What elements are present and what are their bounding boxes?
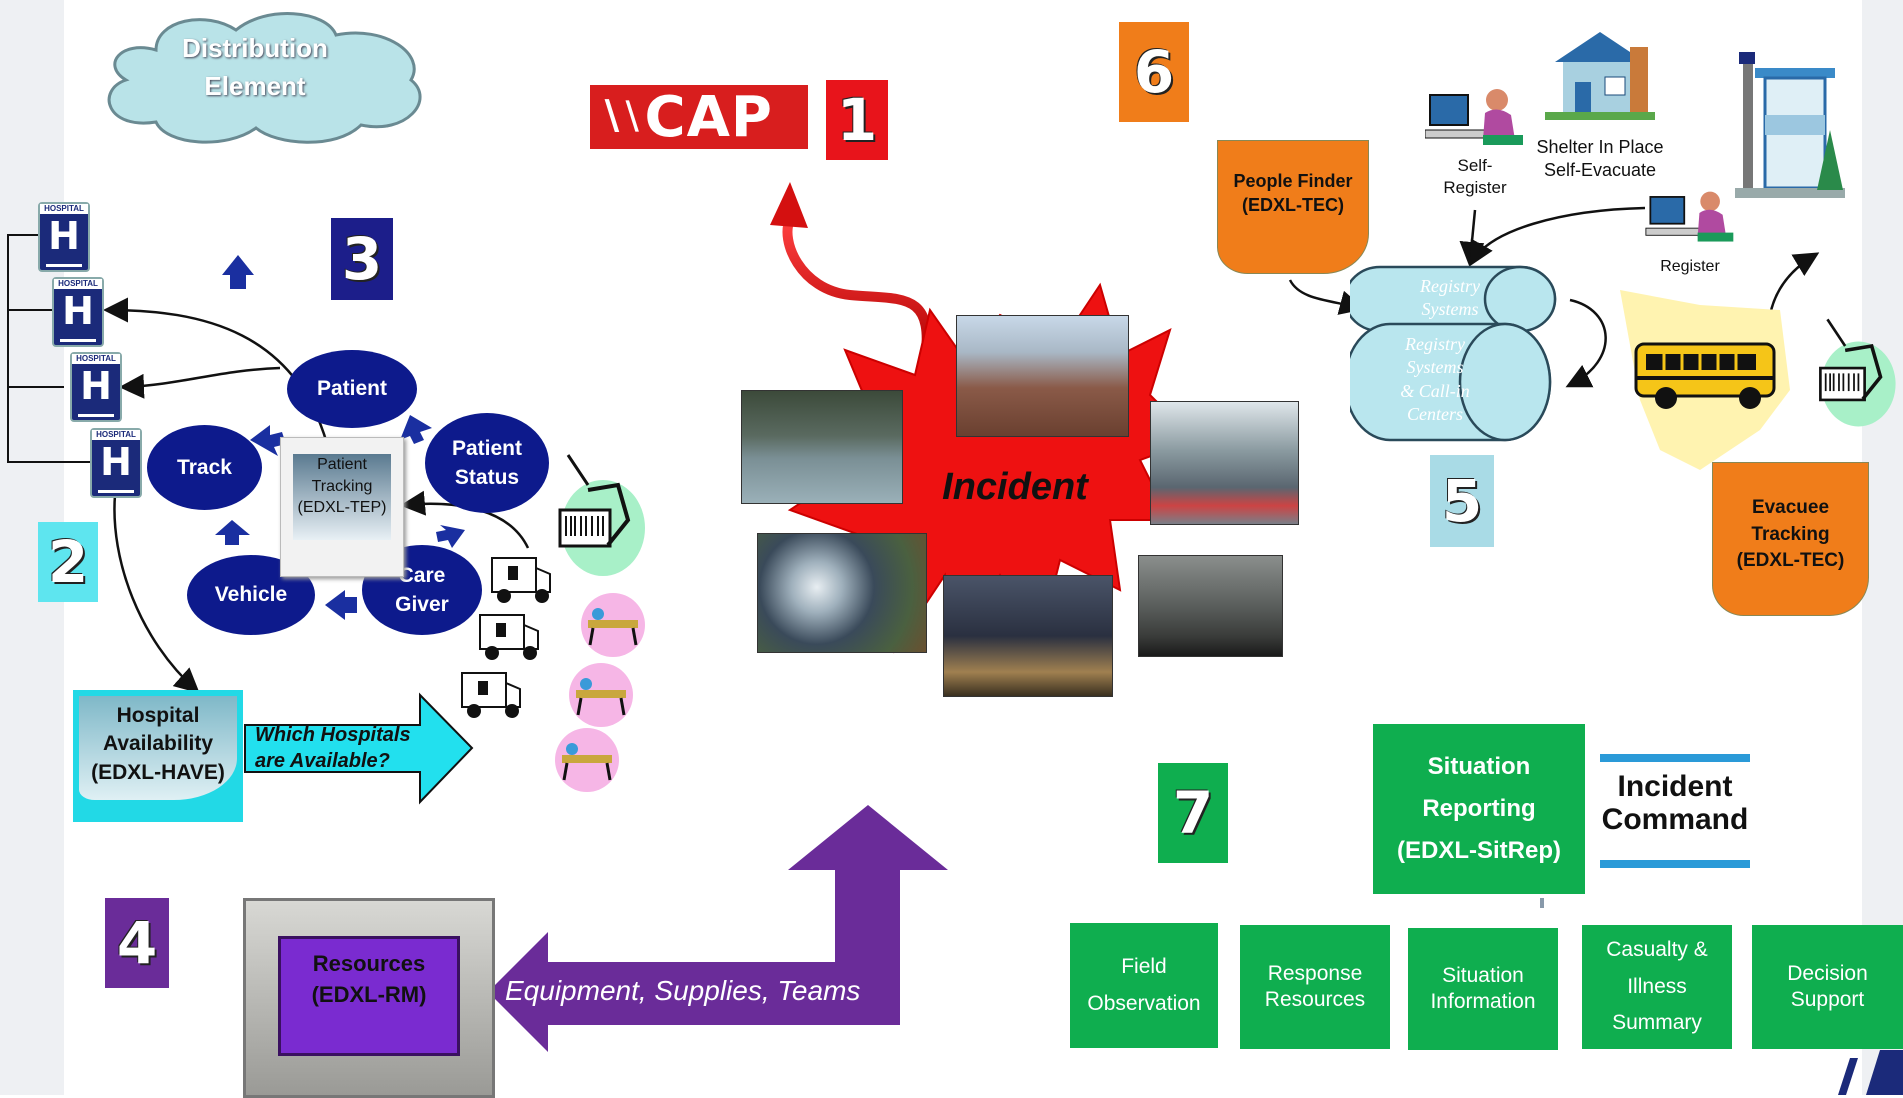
cycle-patient: Patient — [287, 350, 417, 428]
situation-reporting-box: Situation Reporting (EDXL-SitRep) — [1373, 724, 1585, 894]
ambulance-icon — [479, 614, 539, 660]
cap-logo: ∖⧵ CAP — [590, 84, 808, 150]
incident-command-logo: Incident Command — [1600, 754, 1750, 868]
decision-support-box: Decision Support — [1752, 925, 1903, 1049]
cycle-patient-status: Patient Status — [425, 413, 549, 513]
evacuee-tracking-doc: Evacuee Tracking (EDXL-TEC) — [1712, 462, 1869, 616]
bus-stop-icon — [1735, 52, 1845, 198]
ambulance-icon — [491, 557, 551, 603]
incident-command-label: Incident Command — [1601, 770, 1749, 836]
hospital-availability-label: Hospital Availability (EDXL-HAVE) — [79, 696, 237, 800]
school-bus-icon — [1634, 342, 1776, 409]
cap-logo-text: CAP — [644, 84, 773, 150]
hurricane-satellite-photo — [757, 533, 927, 653]
computer-user-icon — [1645, 191, 1734, 242]
people-finder-doc: People Finder (EDXL-TEC) — [1217, 140, 1369, 274]
cloud-shape — [107, 12, 422, 144]
flood-photo — [741, 390, 903, 504]
stretcher-icon — [581, 593, 645, 657]
stretcher-icon — [569, 663, 633, 727]
equipment-arrow-shape — [488, 805, 948, 1052]
resources-frame: Resources (EDXL-RM) — [243, 898, 495, 1098]
registry-systems-cylinders — [1350, 265, 1557, 442]
tornado-damage-photo — [956, 315, 1129, 437]
house-icon — [1545, 32, 1655, 120]
number-badge-7: 7 — [1158, 763, 1228, 863]
lightning-photo — [943, 575, 1113, 697]
casualty-illness-box: Casualty & Illness Summary — [1582, 925, 1732, 1049]
field-observation-box: Field Observation — [1070, 923, 1218, 1048]
tornado-photo — [1138, 555, 1283, 657]
which-hospitals-label: Which Hospitals are Available? — [255, 724, 411, 772]
self-register-label: Self- Register — [1443, 156, 1507, 198]
hospital-availability-box: Hospital Availability (EDXL-HAVE) — [73, 690, 243, 822]
equipment-label: Equipment, Supplies, Teams — [505, 975, 861, 1006]
number-badge-4: 4 — [105, 898, 169, 988]
computer-user-icon — [1425, 89, 1523, 145]
number-badge-2: 2 — [38, 522, 98, 602]
traffic-photo — [1150, 401, 1299, 525]
shelter-label: Shelter In Place Self-Evacuate — [1536, 137, 1664, 180]
number-badge-5: 5 — [1430, 455, 1494, 547]
incident-label: Incident — [942, 466, 1088, 508]
number-badge-3: 3 — [331, 218, 393, 300]
number-badge-1: 1 — [826, 80, 888, 160]
stretcher-icon — [555, 728, 619, 792]
number-badge-6: 6 — [1119, 22, 1189, 122]
barcode-phone-icon — [1819, 318, 1896, 427]
situation-information-box: Situation Information — [1408, 928, 1558, 1050]
distribution-element-label: Distribution Element — [182, 33, 328, 101]
registry-top-label: Registry Systems — [1420, 276, 1480, 320]
resources-label: Resources (EDXL-RM) — [278, 936, 460, 1056]
patient-tracking-doc: Patient Tracking (EDXL-TEP) — [280, 437, 404, 577]
ambulance-icon — [461, 672, 521, 718]
barcode-phone-icon — [558, 454, 645, 576]
cycle-track: Track — [147, 425, 262, 510]
broadcast-icon: ∖⧵ — [598, 94, 639, 140]
register-label: Register — [1660, 258, 1720, 275]
response-resources-box: Response Resources — [1240, 925, 1390, 1049]
registry-bottom-label: Registry Systems & Call-in Centers — [1400, 334, 1470, 425]
